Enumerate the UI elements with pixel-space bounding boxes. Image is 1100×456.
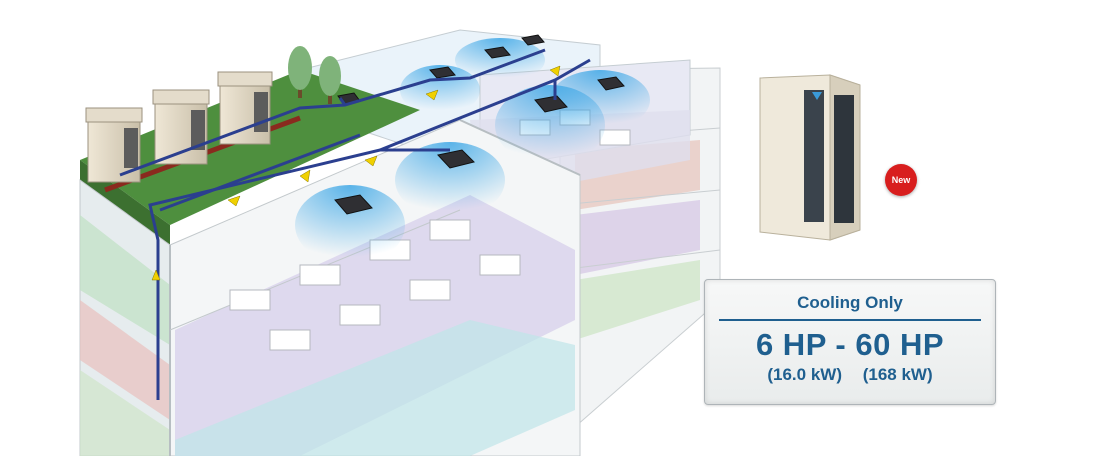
new-badge: New <box>885 164 917 196</box>
cool-air-cones <box>295 38 650 265</box>
flow-arrows <box>151 65 561 281</box>
spec-divider <box>719 319 981 321</box>
spec-panel: Cooling Only 6 HP - 60 HP (16.0 kW) (168… <box>704 279 996 405</box>
min-kw: (16.0 kW) <box>767 365 842 384</box>
indoor-units <box>334 34 625 215</box>
hp-range: 6 HP - 60 HP <box>755 327 945 362</box>
max-kw: (168 kW) <box>862 365 933 384</box>
roof-trees <box>288 46 341 104</box>
vrv-outdoor-unit-product <box>759 74 861 241</box>
kw-range: (16.0 kW) (168 kW) <box>705 365 995 385</box>
spec-title: Cooling Only <box>797 293 903 312</box>
refrigerant-piping <box>119 48 591 400</box>
